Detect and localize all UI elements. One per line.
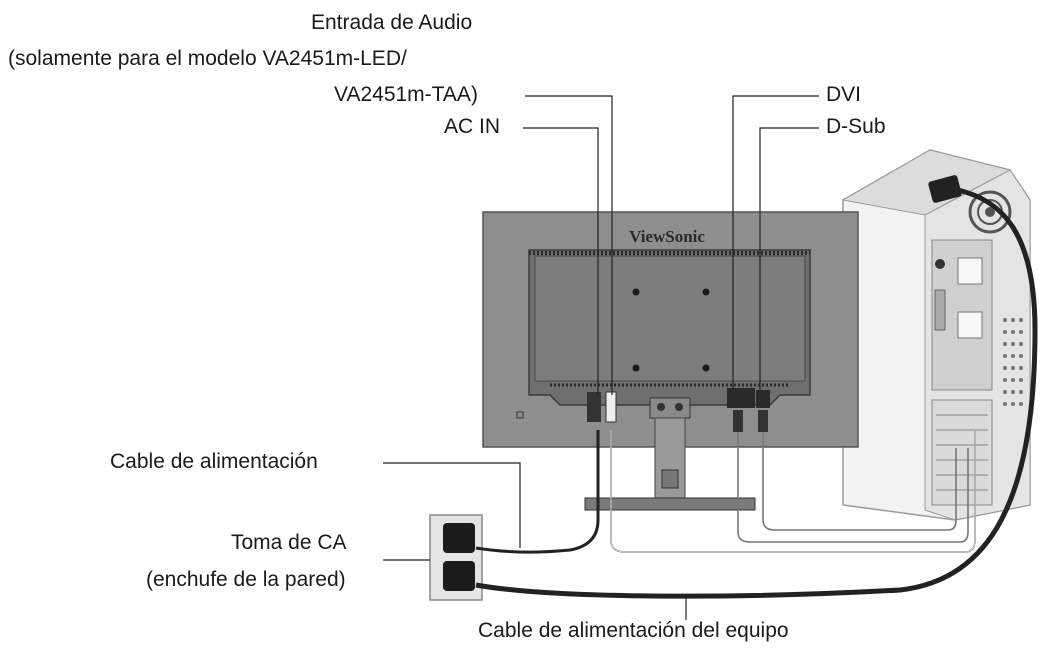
dsub-leader bbox=[759, 127, 819, 390]
pc-power-plug-icon bbox=[928, 175, 962, 203]
ac-in-label: AC IN bbox=[444, 115, 501, 138]
wall-outlet bbox=[429, 514, 483, 601]
power-cable-leader bbox=[383, 462, 521, 548]
ac-outlet-label-line1: Toma de CA bbox=[231, 531, 347, 554]
audio-in-label-line2: (solamente para el modelo VA2451m-LED/ bbox=[8, 47, 407, 70]
power-cable-label: Cable de alimentación bbox=[110, 450, 318, 473]
monitor-brand-text: ViewSonic bbox=[629, 227, 705, 246]
audio-in-label-line3: VA2451m-TAA) bbox=[334, 83, 478, 106]
callout-lines bbox=[383, 95, 819, 620]
audio-in-label-line1: Entrada de Audio bbox=[311, 11, 473, 34]
ac-outlet-label-line2: (enchufe de la pared) bbox=[146, 568, 346, 591]
cables bbox=[475, 187, 1038, 599]
computer-power-cable-label: Cable de alimentación del equipo bbox=[478, 619, 789, 642]
computer-tower bbox=[841, 149, 1031, 521]
ac-in-leader bbox=[523, 127, 599, 395]
monitor-back: ViewSonic bbox=[482, 211, 859, 511]
dsub-label: D-Sub bbox=[826, 115, 886, 138]
dvi-leader bbox=[732, 95, 819, 390]
dvi-label: DVI bbox=[826, 83, 862, 106]
audio-in-leader bbox=[525, 95, 613, 395]
vent-holes bbox=[1003, 318, 1023, 406]
